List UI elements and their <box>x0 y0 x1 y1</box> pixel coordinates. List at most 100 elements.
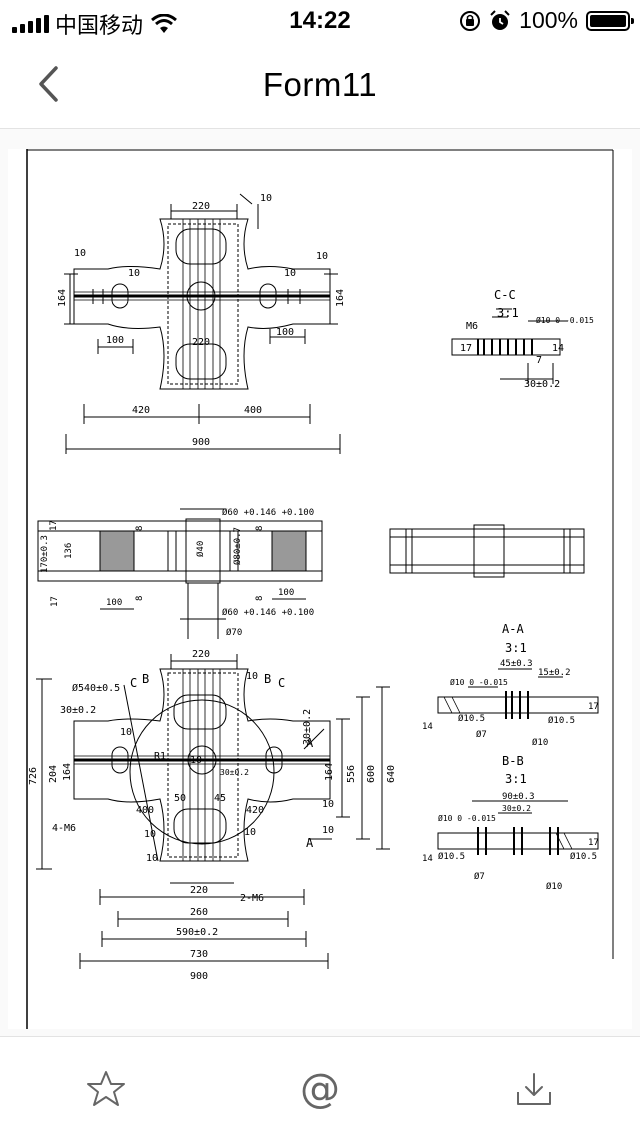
dim-220: 220 <box>192 201 210 212</box>
top-view-labels: 220 10 10 10 10 10 164 164 100 100 220 4… <box>57 193 346 448</box>
dim-220: 220 <box>192 649 210 660</box>
dim-400: 400 <box>136 805 154 816</box>
label-14: 14 <box>422 854 433 864</box>
dim-10: 10 <box>146 853 158 864</box>
label-diam10: Ø10 0 -0.015 <box>438 813 496 823</box>
status-right: 100% <box>459 7 634 34</box>
back-button[interactable] <box>24 60 72 108</box>
dim-100: 100 <box>276 327 294 338</box>
wifi-icon <box>151 14 177 33</box>
dim-600: 600 <box>366 765 377 783</box>
dim-10: 10 <box>246 671 258 682</box>
dim-164: 164 <box>62 763 73 781</box>
dim-640: 640 <box>386 765 397 783</box>
battery-percent: 100% <box>519 7 578 33</box>
dim-10: 10 <box>284 268 296 279</box>
dim-45: 45 <box>214 793 226 804</box>
section-aa-labels: A-A 3:1 45±0.3 15±0.2 Ø10 0 -0.015 17 14… <box>422 622 599 748</box>
label-15: 15±0.2 <box>538 668 571 678</box>
dim-170: 170±0.3 <box>40 535 50 573</box>
label-diam10: Ø10 0 -0.015 <box>450 677 508 687</box>
dim-10: 10 <box>244 827 256 838</box>
dim-diam60-bottom: Ø60 +0.146 +0.100 <box>222 607 314 618</box>
dim-10: 10 <box>190 755 202 766</box>
dim-726: 726 <box>28 767 39 785</box>
status-left: 中国移动 <box>12 8 177 40</box>
chevron-left-icon <box>39 66 58 102</box>
dim-30-left: 30±0.2 <box>60 705 96 716</box>
dim-100: 100 <box>106 335 124 346</box>
status-time: 14:22 <box>289 7 351 34</box>
dim-220: 220 <box>192 337 210 348</box>
dim-100: 100 <box>106 598 122 608</box>
dim-10: 10 <box>74 248 86 259</box>
alarm-icon <box>490 9 510 30</box>
section-mark-c: C <box>278 676 285 690</box>
dim-900: 900 <box>192 437 210 448</box>
dim-220: 220 <box>190 885 208 896</box>
dim-136: 136 <box>64 543 74 559</box>
section-scale-bb: 3:1 <box>505 772 527 786</box>
section-title-cc: C-C <box>494 288 516 302</box>
label-90: 90±0.3 <box>502 792 535 802</box>
mention-button[interactable]: @ <box>296 1065 344 1113</box>
dim-10: 10 <box>322 825 334 836</box>
side-view <box>37 508 323 639</box>
label-14: 14 <box>552 343 564 354</box>
label-30: 30±0.2 <box>502 804 531 813</box>
dim-17: 17 <box>49 520 59 531</box>
label-m6: M6 <box>466 321 478 332</box>
dim-730: 730 <box>190 949 208 960</box>
document-viewer[interactable]: 220 10 10 10 10 10 164 164 100 100 220 4… <box>0 129 640 1036</box>
signal-strength-icon <box>12 15 49 33</box>
label-diam10-5: Ø10.5 <box>458 713 485 724</box>
section-bb-labels: B-B 3:1 90±0.3 30±0.2 Ø10 0 -0.015 17 14… <box>422 754 599 892</box>
dim-30-center: 30±0.2 <box>220 768 249 777</box>
dim-diam80: Ø80±0.7 <box>232 527 243 565</box>
label-30: 30±0.2 <box>524 379 560 390</box>
side-view-labels: Ø60 +0.146 +0.100 17 8 8 170±0.3 136 Ø40… <box>40 507 314 638</box>
dim-10: 10 <box>120 727 132 738</box>
dim-260: 260 <box>190 907 208 918</box>
download-button[interactable] <box>510 1065 558 1113</box>
drawing-canvas: 220 10 10 10 10 10 164 164 100 100 220 4… <box>26 149 614 1029</box>
dim-8: 8 <box>255 526 265 531</box>
section-mark-a: A <box>306 736 314 750</box>
label-2-m6: 2-M6 <box>240 893 264 904</box>
dim-10: 10 <box>128 268 140 279</box>
status-bar: 中国移动 14:22 100% <box>0 0 640 40</box>
label-diam7: Ø7 <box>476 729 487 740</box>
dim-17: 17 <box>50 596 60 607</box>
section-mark-a: A <box>306 836 314 850</box>
section-bb <box>437 800 599 855</box>
section-mark-c: C <box>130 676 137 690</box>
nav-bar: Form11 <box>0 40 640 129</box>
section-mark-b: B <box>264 672 271 686</box>
dim-164: 164 <box>324 763 335 781</box>
dim-10: 10 <box>260 193 272 204</box>
page-title: Form11 <box>262 66 378 103</box>
dim-30-right: 30±0.2 <box>302 709 313 745</box>
dim-diam70: Ø70 <box>226 627 242 638</box>
label-4-m6: 4-M6 <box>52 823 76 834</box>
favorite-button[interactable] <box>82 1065 130 1113</box>
top-view <box>64 193 341 454</box>
label-17: 17 <box>460 343 472 354</box>
dim-10: 10 <box>316 251 328 262</box>
section-mark-b: B <box>142 672 149 686</box>
section-title-bb: B-B <box>502 754 524 768</box>
engineering-drawing: 220 10 10 10 10 10 164 164 100 100 220 4… <box>8 149 632 1029</box>
label-14: 14 <box>422 722 433 732</box>
dim-diam60-top: Ø60 +0.146 +0.100 <box>222 507 314 518</box>
label-17: 17 <box>588 702 599 712</box>
dim-8: 8 <box>255 596 265 601</box>
label-diam10: Ø10 <box>546 881 562 892</box>
section-scale-aa: 3:1 <box>505 641 527 655</box>
dim-204: 204 <box>48 765 59 783</box>
dim-8: 8 <box>135 526 145 531</box>
section-scale-cc: 3:1 <box>497 306 519 320</box>
label-45: 45±0.3 <box>500 659 533 669</box>
section-aa <box>437 668 599 719</box>
label-diam10-5: Ø10.5 <box>570 851 597 862</box>
dim-164: 164 <box>335 289 346 307</box>
